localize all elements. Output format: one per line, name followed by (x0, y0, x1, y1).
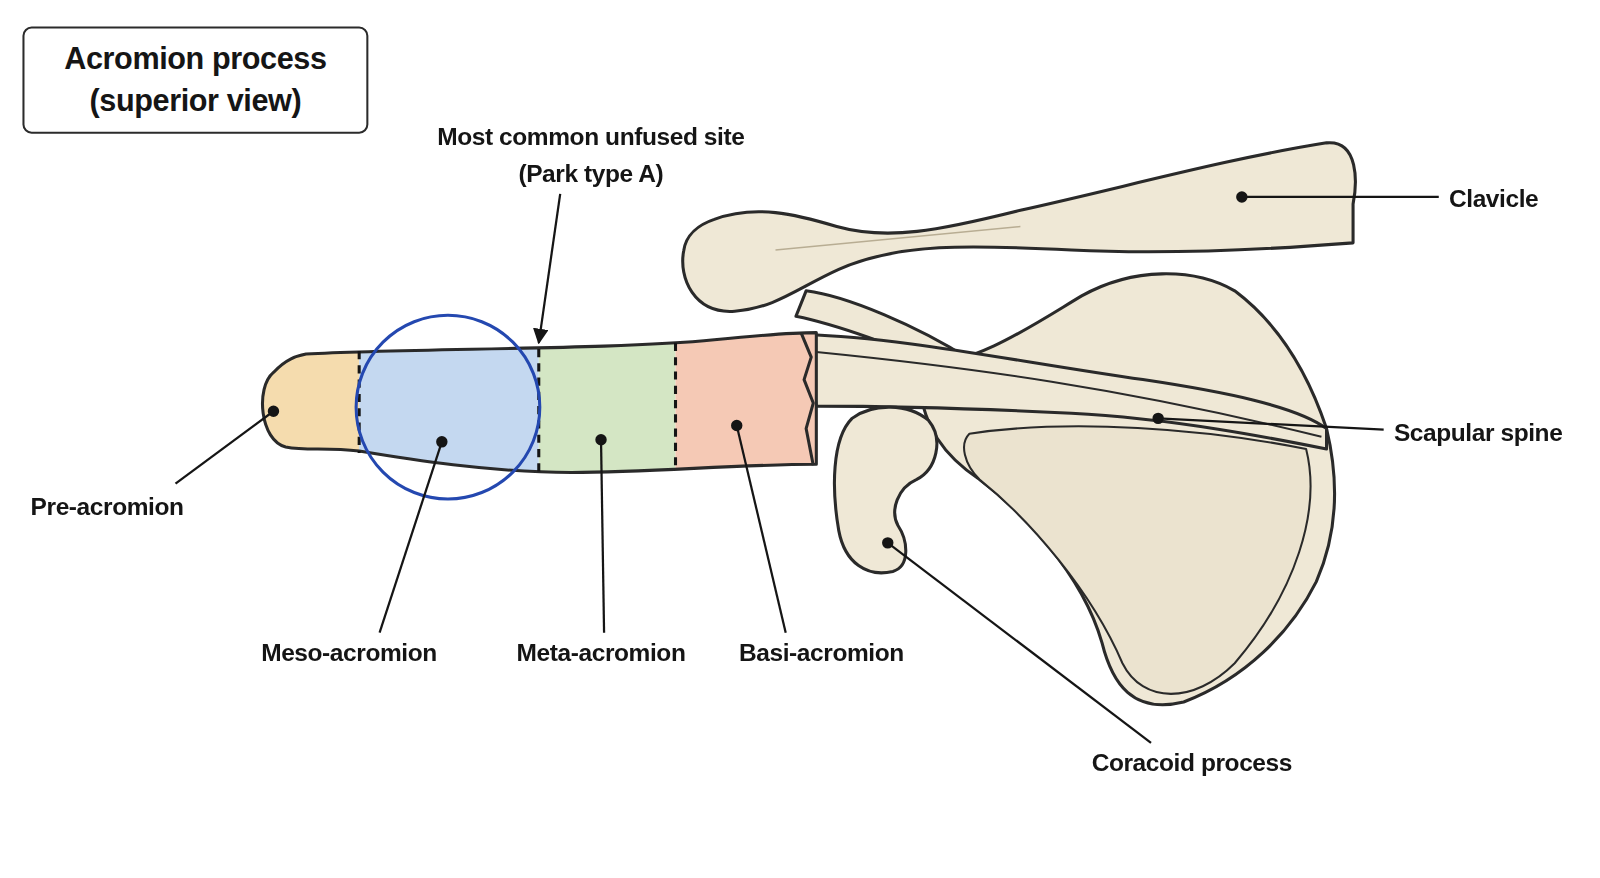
part-label: Meso-acromion (261, 638, 437, 669)
part-label: Pre-acromion (31, 492, 184, 523)
title-box: Acromion process (superior view) (22, 27, 368, 134)
title-text: Acromion process (superior view) (47, 39, 343, 122)
part-label: Coracoid process (1092, 748, 1292, 779)
part-label: Scapular spine (1394, 417, 1563, 448)
part-label: Clavicle (1449, 184, 1538, 215)
callout-note: Most common unfused site (Park type A) (422, 118, 759, 191)
part-label: Meta-acromion (517, 638, 686, 669)
part-label: Basi-acromion (739, 638, 904, 669)
